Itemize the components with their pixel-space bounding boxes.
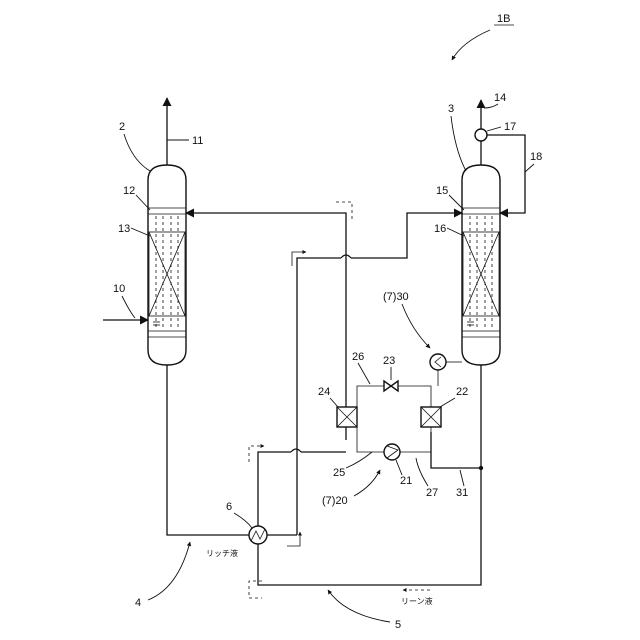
lean-to-absorber-line — [186, 213, 346, 440]
label-14: 14 — [494, 92, 506, 104]
flow-indicator-2 — [292, 252, 306, 266]
label-23: 23 — [383, 355, 395, 367]
leader-25 — [346, 452, 372, 468]
flow-indicator-1 — [336, 202, 352, 222]
rich-to-regenerator-line-b — [351, 213, 462, 258]
label-26: 26 — [352, 351, 364, 363]
leader-7-30 — [402, 304, 430, 348]
label-15: 15 — [436, 185, 448, 197]
label-25: 25 — [333, 467, 345, 479]
lean-after-hx-line-a — [258, 452, 291, 526]
label-16: 16 — [434, 223, 446, 235]
label-18: 18 — [530, 151, 542, 163]
label-17: 17 — [504, 121, 516, 133]
label-7-30: (7)30 — [383, 291, 409, 303]
leader-6 — [234, 513, 252, 528]
line-31 — [431, 432, 481, 468]
label-10: 10 — [113, 283, 125, 295]
leader-7-20 — [354, 470, 380, 496]
leader-17 — [487, 127, 501, 131]
label-3: 3 — [448, 103, 454, 115]
expansion-valve-23 — [384, 381, 398, 391]
flow-indicator-3 — [249, 446, 264, 462]
leader-22 — [440, 398, 455, 407]
label-31: 31 — [456, 487, 468, 499]
leader-2 — [124, 134, 150, 171]
label-4: 4 — [135, 597, 141, 609]
label-5: 5 — [395, 619, 401, 631]
flow-indicator-5 — [249, 581, 262, 598]
regenerator-column — [462, 165, 500, 365]
label-13: 13 — [118, 223, 130, 235]
label-12: 12 — [123, 185, 135, 197]
label-24: 24 — [318, 386, 330, 398]
rich-liquid-label: リッチ液 — [206, 548, 238, 558]
heat-pump-loop — [337, 381, 441, 460]
figure-label-leader — [452, 30, 490, 60]
label-2: 2 — [119, 121, 125, 133]
figure-label: 1B — [497, 13, 510, 25]
leader-13 — [131, 228, 150, 236]
label-22: 22 — [456, 386, 468, 398]
leader-3 — [451, 116, 466, 171]
leader-4 — [148, 542, 190, 600]
label-21: 21 — [400, 475, 412, 487]
heater-30 — [430, 354, 446, 370]
flow-indicator-4 — [287, 532, 300, 546]
leader-26 — [358, 363, 370, 384]
label-11: 11 — [192, 135, 203, 147]
leader-27 — [416, 458, 428, 486]
absorber-column — [148, 165, 186, 365]
gas-liquid-separator-17 — [475, 129, 487, 141]
leader-14 — [484, 104, 498, 108]
label-7-20: (7)20 — [322, 495, 348, 507]
leader-10 — [122, 296, 135, 318]
leader-5 — [328, 590, 390, 622]
label-27: 27 — [426, 487, 438, 499]
rich-from-absorber-line — [167, 365, 249, 535]
leader-31 — [460, 470, 464, 486]
label-6: 6 — [226, 501, 232, 513]
leader-24 — [330, 398, 338, 407]
crossover-hop-2 — [291, 449, 301, 452]
leader-21 — [396, 460, 402, 475]
compressor-21 — [384, 444, 400, 460]
lean-liquid-label: リーン液 — [401, 596, 433, 606]
lean-loop-bottom — [258, 468, 481, 585]
leader-18 — [525, 164, 534, 172]
